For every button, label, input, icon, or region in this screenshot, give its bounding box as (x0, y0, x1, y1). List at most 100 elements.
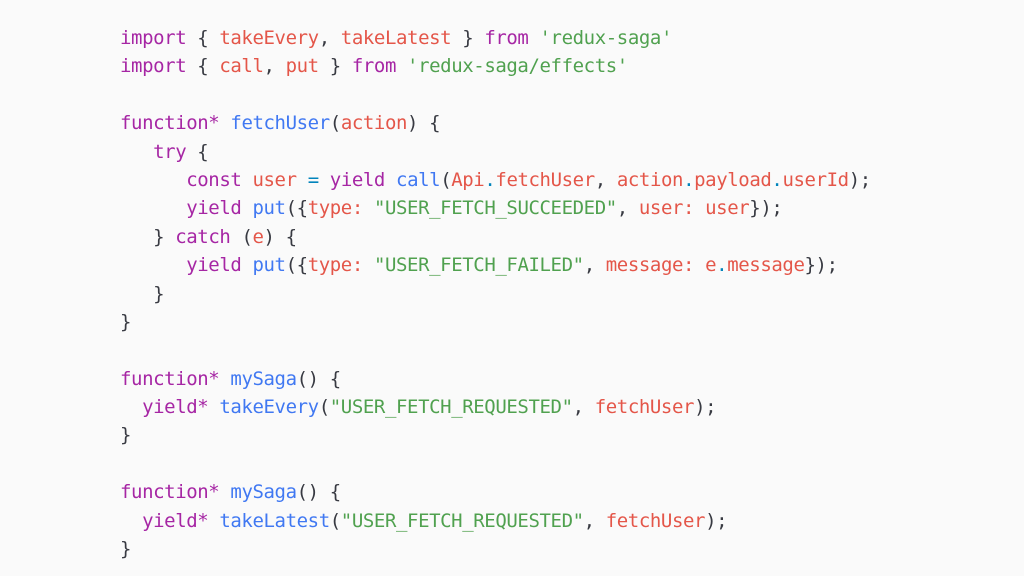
code-token-punct: ); (705, 509, 728, 532)
code-token-keyword: const (186, 168, 242, 191)
code-token-punct (297, 169, 308, 191)
code-token-keyword: yield* (142, 396, 209, 419)
code-token-punct (363, 254, 374, 276)
code-token-function: takeLatest (219, 509, 330, 532)
code-token-string: "USER_FETCH_REQUESTED" (340, 509, 584, 532)
code-token-punct: , (616, 197, 639, 220)
code-token-function: put (252, 197, 286, 220)
code-token-identifier: e (705, 254, 717, 277)
code-token-punct (120, 141, 153, 163)
code-token-operator: . (484, 168, 496, 191)
code-token-operator: . (771, 168, 783, 191)
code-line: } (120, 421, 871, 449)
code-token-punct (208, 510, 219, 532)
code-line: yield put({type: "USER_FETCH_SUCCEEDED",… (120, 194, 871, 222)
code-token-punct: ( (318, 396, 330, 419)
code-token-string: "USER_FETCH_SUCCEEDED" (373, 197, 617, 220)
code-token-punct (241, 169, 252, 191)
code-token-punct: } (120, 282, 165, 305)
code-token-identifier: action (616, 168, 684, 191)
code-token-punct (120, 254, 186, 276)
code-token-punct: { (186, 27, 220, 49)
code-token-punct: ( (230, 225, 253, 248)
code-token-punct (120, 197, 186, 219)
code-line: } (120, 308, 871, 336)
code-line (120, 81, 871, 109)
code-token-punct: } (120, 225, 176, 248)
code-line (120, 450, 871, 478)
code-token-operator: . (716, 254, 728, 277)
code-token-punct: } (120, 538, 132, 561)
code-token-punct (396, 55, 407, 77)
code-token-identifier: fetchUser (605, 509, 706, 532)
code-line: yield* takeLatest("USER_FETCH_REQUESTED"… (120, 507, 871, 535)
code-token-identifier: payload (694, 168, 772, 191)
code-token-punct: , (583, 509, 606, 532)
code-token-string: "USER_FETCH_FAILED" (373, 254, 584, 277)
code-token-identifier: Api (451, 168, 485, 191)
code-token-punct: , (318, 27, 341, 49)
code-token-operator: = (307, 168, 319, 191)
code-token-punct: }); (804, 254, 839, 277)
code-token-punct: ({ (285, 254, 308, 277)
code-token-punct (241, 254, 252, 276)
code-token-identifier: message: (605, 254, 695, 277)
code-token-punct (120, 510, 142, 532)
code-token-function: call (396, 168, 441, 191)
code-token-punct: , (583, 254, 606, 277)
code-line (120, 336, 871, 364)
code-token-punct: } (120, 310, 132, 333)
code-token-keyword: function* (120, 481, 220, 504)
code-token-punct (385, 169, 396, 191)
code-token-function: mySaga (230, 367, 297, 390)
code-token-identifier: message (727, 254, 805, 277)
code-token-punct: () { (296, 367, 342, 390)
code-token-identifier: type: (307, 254, 364, 277)
code-token-keyword: import (120, 55, 187, 78)
code-token-identifier: put (285, 55, 320, 78)
code-token-operator: . (683, 168, 695, 191)
code-line: } (120, 535, 871, 563)
code-token-keyword: catch (175, 225, 231, 248)
code-token-keyword: yield (186, 197, 242, 220)
code-token-identifier: type: (307, 197, 364, 220)
code-line: try { (120, 138, 871, 166)
code-token-punct: } (451, 27, 485, 49)
code-token-punct: ) { (263, 225, 298, 248)
code-token-punct: ( (440, 168, 452, 191)
code-token-punct (241, 197, 252, 219)
code-token-keyword: yield (186, 254, 242, 277)
code-line: function* fetchUser(action) { (120, 109, 871, 137)
code-token-string: 'redux-saga/effects' (407, 55, 628, 78)
code-token-punct (120, 169, 186, 191)
code-token-punct: ) { (407, 112, 441, 135)
code-token-punct: ( (329, 112, 341, 135)
code-token-punct: ({ (285, 197, 308, 220)
code-token-identifier: takeLatest (340, 27, 452, 49)
code-line: yield put({type: "USER_FETCH_FAILED", me… (120, 251, 871, 279)
code-token-keyword: from (351, 55, 397, 78)
code-token-identifier: call (219, 55, 264, 78)
code-token-punct: { (186, 140, 209, 163)
code-token-string: 'redux-saga' (539, 27, 673, 49)
code-token-identifier: user: (638, 197, 695, 220)
code-line: } (120, 280, 871, 308)
code-token-punct (528, 27, 539, 49)
code-token-keyword: import (120, 27, 187, 49)
code-token-punct (694, 254, 705, 276)
code-token-keyword: function* (120, 367, 220, 390)
code-token-punct: }); (749, 197, 783, 220)
code-token-punct: ); (848, 168, 871, 191)
code-token-keyword: from (484, 27, 529, 49)
code-token-function: fetchUser (230, 112, 330, 135)
code-token-identifier: takeEvery (219, 27, 319, 49)
code-token-punct: , (572, 396, 595, 419)
code-token-keyword: function* (120, 112, 220, 135)
code-token-identifier: action (340, 112, 408, 135)
code-token-punct (363, 197, 374, 219)
code-token-punct: ( (329, 509, 341, 532)
code-token-function: mySaga (230, 481, 297, 504)
code-token-function: takeEvery (219, 396, 319, 419)
code-token-identifier: user (705, 197, 750, 220)
